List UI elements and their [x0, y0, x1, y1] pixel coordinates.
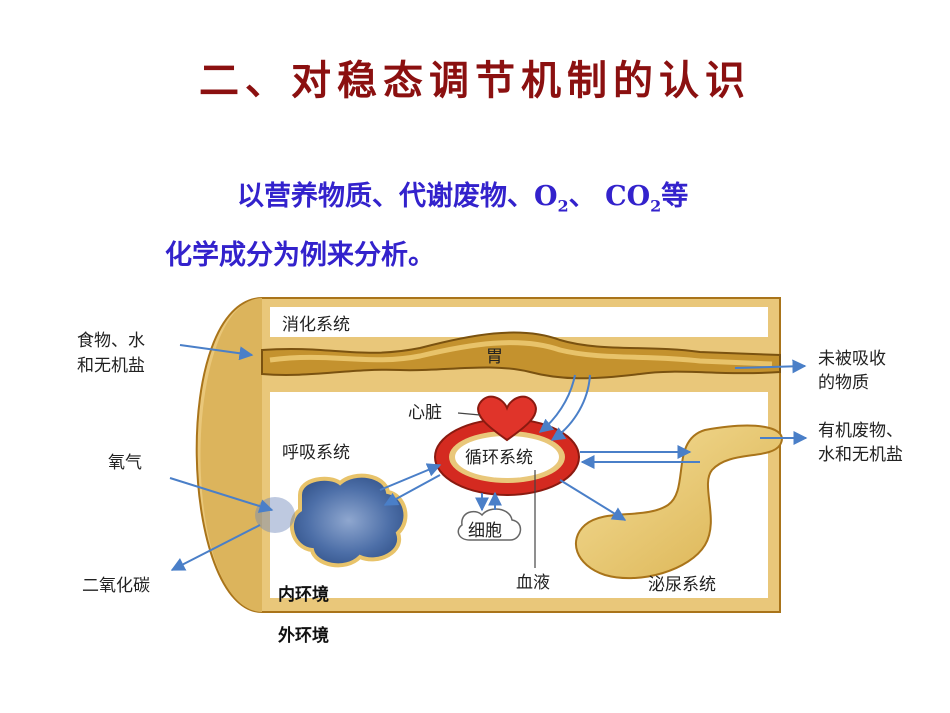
digestive-tract: [261, 331, 781, 380]
slide-title: 二、对稳态调节机制的认识: [199, 57, 751, 104]
co2-formula: CO2: [605, 181, 662, 216]
label-food-2: 和无机盐: [77, 356, 145, 376]
label-urinary: 泌尿系统: [648, 575, 716, 595]
label-internal-env: 内环境: [278, 584, 329, 605]
label-food-1: 食物、水: [77, 331, 145, 351]
intro-text-a: 以营养物质、代谢废物、: [237, 181, 534, 212]
heart-leader: [457, 412, 481, 416]
label-digestive: 消化系统: [282, 315, 350, 335]
label-waste-2: 水和无机盐: [818, 445, 903, 465]
intro-paragraph: 以营养物质、代谢废物、O2、 CO2等 化学成分为例来分析。: [165, 172, 885, 281]
arrow-gut-to-blood-1: [538, 374, 576, 433]
label-external-env: 外环境: [278, 625, 329, 646]
label-unabsorbed-1: 未被吸收: [818, 349, 886, 369]
intro-line-1: 以营养物质、代谢废物、O2、 CO2等: [165, 172, 885, 231]
lung-blur: [255, 497, 295, 533]
urinary-organ: [574, 424, 783, 580]
stomach-lumen: [269, 340, 773, 367]
heart-shape: [477, 395, 537, 442]
label-heart: 心脏: [408, 403, 442, 423]
arrow-lung-to-blood: [379, 463, 442, 491]
label-unabsorbed-2: 的物质: [818, 373, 869, 393]
label-circulatory: 循环系统: [465, 448, 533, 468]
arrow-co2-out: [170, 524, 261, 571]
label-stomach: 胃: [486, 347, 503, 367]
arrow-oxygen-in: [169, 477, 274, 513]
flow-arrows: [169, 344, 808, 571]
lung-organ: [290, 473, 408, 568]
label-blood: 血液: [516, 573, 550, 593]
label-co2: 二氧化碳: [82, 576, 150, 596]
arrow-blood-to-lung: [383, 474, 441, 506]
arrow-gut-to-blood-2: [550, 374, 591, 441]
cell-shape: [457, 508, 522, 541]
arrow-food-in: [179, 344, 254, 361]
circulatory-center: [455, 436, 559, 478]
leader-lines: [457, 412, 536, 568]
arrow-unabsorbed-out: [734, 359, 807, 374]
o2-formula: O2: [534, 181, 569, 216]
label-cell: 细胞: [468, 521, 502, 541]
label-oxygen: 氧气: [108, 453, 142, 473]
label-respiratory: 呼吸系统: [282, 443, 350, 463]
label-waste-1: 有机废物、: [818, 421, 903, 441]
intro-separator: 、: [568, 181, 596, 212]
intro-line-2: 化学成分为例来分析。: [165, 240, 435, 272]
arrow-blood-to-kidney: [559, 479, 627, 521]
body-left-wall: [200, 298, 262, 612]
intro-text-b: 等: [661, 181, 689, 212]
